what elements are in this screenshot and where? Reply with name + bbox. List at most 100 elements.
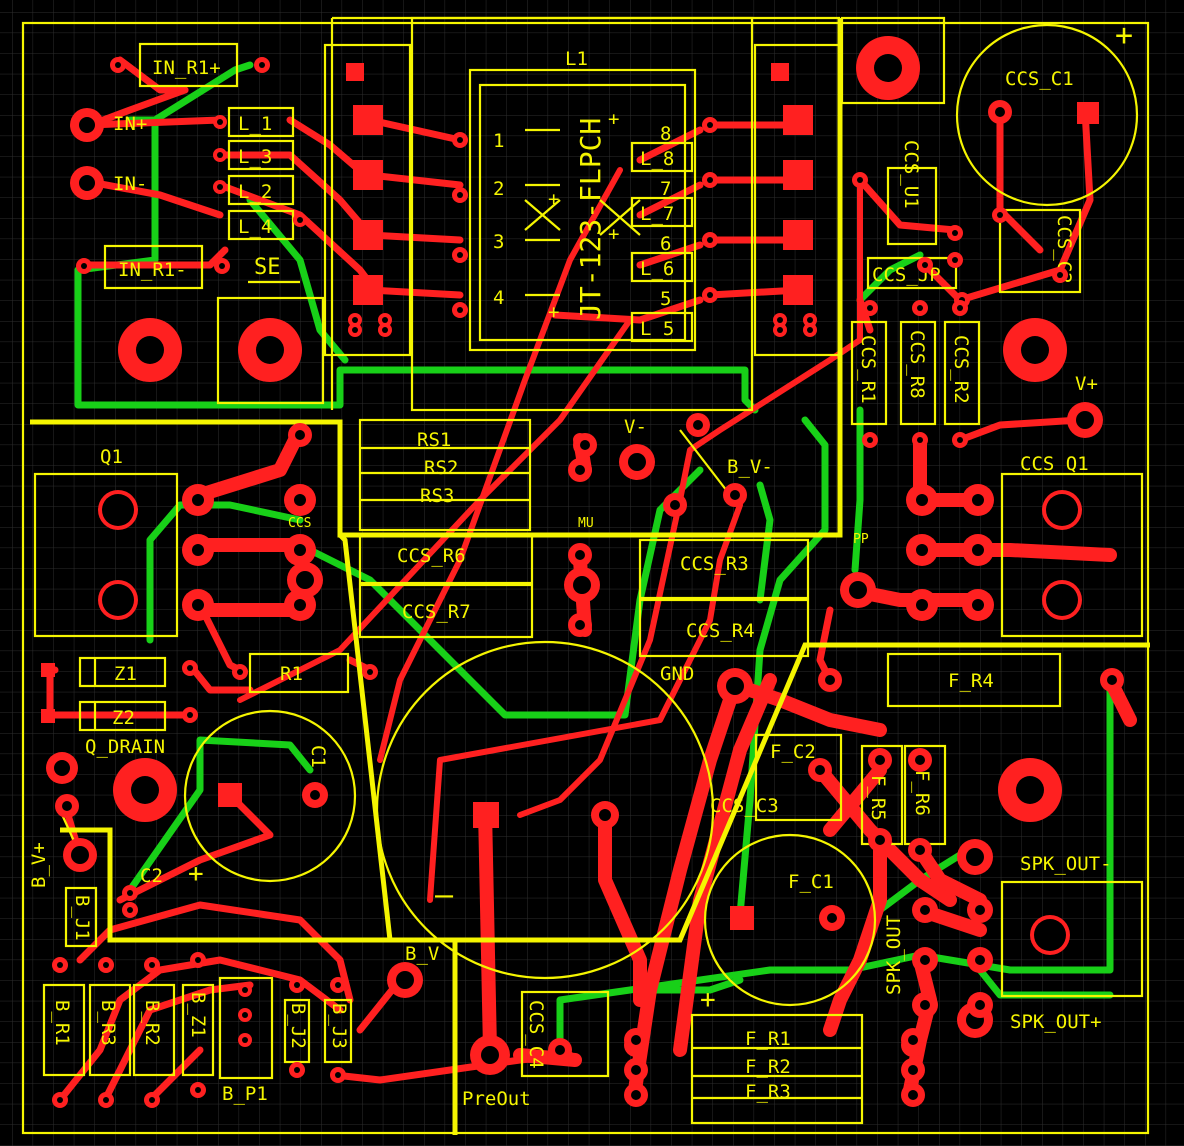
drill-hole [972,544,984,556]
drill-hole [555,1045,565,1055]
drill-hole [457,252,463,258]
svg-text:7: 7 [660,178,671,200]
drill-hole [367,669,373,675]
svg-text:6: 6 [660,233,671,255]
q1 [33,472,179,638]
square-pad [41,663,55,677]
drill-hole [922,262,928,268]
drill-hole [217,152,223,158]
drill-hole [192,599,204,611]
svg-text:+: + [548,301,559,323]
drill-hole [481,1046,499,1064]
drill-hole [237,669,243,675]
header-pad [783,275,813,305]
svg-text:L_5: L_5 [640,318,674,340]
drill-hole [972,494,984,506]
svg-text:L_3: L_3 [238,146,272,168]
drill-hole [952,230,958,236]
header-pin1 [771,63,789,81]
svg-text:+: + [700,985,716,1015]
svg-text:SPK_OUT+: SPK_OUT+ [1010,1011,1102,1033]
drill-hole [1057,272,1063,278]
svg-text:Z2: Z2 [112,707,135,729]
drill-hole [1021,336,1049,364]
drill-hole [217,119,223,125]
drill-hole [382,317,388,323]
drill-hole [457,307,463,313]
drill-hole [915,755,925,765]
f-c1 [703,833,877,1007]
square-pad [41,709,55,723]
drill-hole [726,677,744,695]
drill-hole [187,712,193,718]
drill-hole [259,62,265,68]
drill-hole [1016,776,1044,804]
drill-hole [957,437,963,443]
header-pad [353,160,383,190]
drill-hole [920,955,930,965]
drill-hole [575,465,585,475]
svg-text:B_V: B_V [405,943,439,965]
drill-hole [79,117,95,133]
drill-hole [997,212,1003,218]
drill-hole [917,437,923,443]
svg-text:RS3: RS3 [420,485,454,507]
svg-text:V+: V+ [1075,373,1098,395]
svg-text:C1: C1 [307,745,329,768]
drill-hole [707,122,713,128]
svg-text:Q1: Q1 [100,446,123,468]
header-pad [783,220,813,250]
drill-hole [631,1065,641,1075]
drill-hole [975,905,985,915]
svg-text:CCS_R6: CCS_R6 [397,545,466,567]
header-pad [353,275,383,305]
svg-text:F_R6: F_R6 [911,770,933,816]
drill-hole [71,846,89,864]
drill-hole [707,237,713,243]
svg-text:F_C2: F_C2 [770,741,816,763]
svg-text:R1: R1 [280,663,303,685]
svg-text:CCS_Q1: CCS_Q1 [1020,453,1089,475]
svg-text:L_2: L_2 [238,181,272,203]
drill-hole [807,317,813,323]
drill-hole [916,599,928,611]
drill-hole [192,544,204,556]
svg-text:L_7: L_7 [640,203,674,225]
svg-text:+: + [188,859,204,889]
svg-text:GND: GND [660,663,694,685]
svg-text:SPK_OUT: SPK_OUT [883,915,905,995]
drill-hole [599,809,611,821]
svg-text:CCS: CCS [288,516,311,531]
svg-text:B_J1: B_J1 [71,895,93,941]
drill-hole [916,544,928,556]
svg-text:L_1: L_1 [238,113,272,135]
svg-text:+: + [1115,18,1133,53]
drill-hole [295,430,305,440]
svg-text:F_R2: F_R2 [745,1056,791,1078]
svg-text:B_P1: B_P1 [222,1083,268,1105]
svg-text:B_J2: B_J2 [287,1003,309,1049]
drill-hole [57,962,63,968]
svg-text:PreOut: PreOut [462,1088,531,1110]
drill-hole [867,437,873,443]
svg-text:CCS_C4: CCS_C4 [525,1000,547,1069]
drill-hole [54,760,70,776]
header-pad [353,105,383,135]
drill-hole [966,848,984,866]
svg-text:L_6: L_6 [640,258,674,280]
drill-hole [908,1065,918,1075]
drill-hole [849,581,867,599]
svg-text:MU: MU [578,516,594,531]
drill-hole [670,500,680,510]
drill-hole [457,137,463,143]
drill-hole [777,327,783,333]
transformer-l1 [410,16,754,412]
svg-text:F_R1: F_R1 [745,1028,791,1050]
drill-hole [115,62,121,68]
svg-text:+: + [608,223,619,245]
drill-hole [352,317,358,323]
pads-layer [41,36,1124,1108]
svg-text:L_4: L_4 [238,216,272,238]
drill-hole [79,175,95,191]
drill-hole [149,962,155,968]
